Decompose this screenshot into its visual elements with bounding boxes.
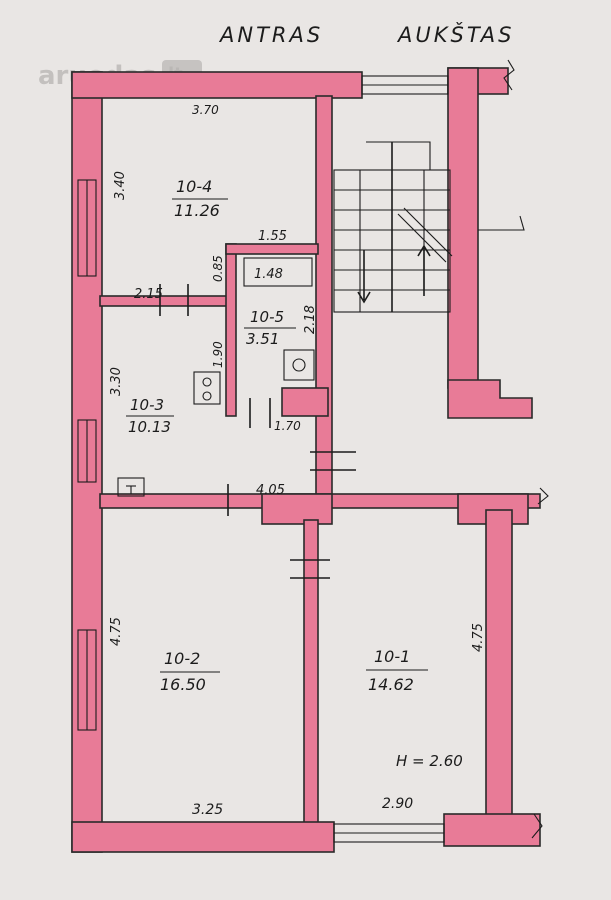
room-10-5-code: 10-5 — [250, 308, 284, 326]
wall-stair-foot — [447, 379, 533, 419]
ceiling-height: H = 2.60 — [396, 752, 463, 770]
header-left: ANTRAS — [218, 23, 323, 47]
dim-corridor: 4.05 — [256, 483, 285, 498]
wall-rooms-split — [303, 519, 319, 831]
stove-icon — [193, 371, 221, 405]
dim-left-height: 4.75 — [109, 617, 124, 646]
wall-bath-top — [225, 243, 319, 255]
dim-hall-height: 3.30 — [109, 367, 124, 396]
dimension-labels: 3.70 3.40 1.55 0.85 2.18 1.48 2.15 3.30 … — [109, 103, 486, 818]
wall-bath-corner — [281, 387, 329, 417]
wall-outer-right — [485, 509, 513, 831]
wall-bottom-left — [71, 821, 335, 853]
door-marks — [159, 284, 356, 579]
sink — [117, 477, 145, 497]
header-right: AUKŠTAS — [396, 22, 514, 47]
dim-right-height: 4.75 — [471, 623, 486, 652]
room-10-4-area: 11.26 — [174, 201, 220, 220]
staircase — [333, 141, 453, 313]
wall-mid-left — [99, 295, 229, 307]
dim-bath-width: 1.55 — [258, 229, 287, 244]
room-10-5-area: 3.51 — [246, 330, 279, 348]
dim-top-room-height: 3.40 — [113, 171, 128, 200]
room-labels: 10-4 11.26 10-5 3.51 10-3 10.13 10-2 16.… — [126, 177, 428, 694]
room-10-2-code: 10-2 — [164, 649, 200, 668]
dim-bath-side: 0.85 — [211, 255, 225, 282]
room-10-1-area: 14.62 — [368, 675, 414, 694]
room-10-3-area: 10.13 — [128, 418, 171, 436]
dim-top-room-width: 3.70 — [192, 103, 219, 117]
windows — [77, 75, 449, 843]
room-10-4-code: 10-4 — [176, 177, 212, 196]
bathtub — [243, 257, 313, 287]
room-10-1-code: 10-1 — [374, 647, 410, 666]
dim-hall-inner: 1.90 — [211, 341, 225, 368]
dim-bottom-left: 3.25 — [192, 802, 223, 818]
wall-stair-right — [447, 67, 479, 389]
wall-bottom-right — [443, 813, 541, 847]
walls — [71, 67, 541, 853]
wall-stair-left — [315, 95, 333, 497]
dim-hall-width: 2.15 — [134, 287, 163, 302]
stair-up-arrow — [417, 244, 431, 296]
dim-bottom-right: 2.90 — [382, 796, 413, 812]
toilet — [283, 349, 315, 381]
wall-top — [71, 71, 363, 99]
room-10-2-area: 16.50 — [160, 675, 206, 694]
dim-fixture: 1.48 — [254, 267, 283, 282]
break-marks — [478, 59, 549, 839]
wall-bath-left — [225, 243, 237, 417]
dim-bath-height: 2.18 — [303, 305, 318, 334]
dim-bath-bottom: 1.70 — [274, 419, 301, 433]
room-10-3-code: 10-3 — [130, 396, 164, 414]
fixtures — [117, 257, 315, 497]
wall-corridor-block — [261, 493, 333, 525]
stair-down-arrow — [357, 250, 371, 304]
